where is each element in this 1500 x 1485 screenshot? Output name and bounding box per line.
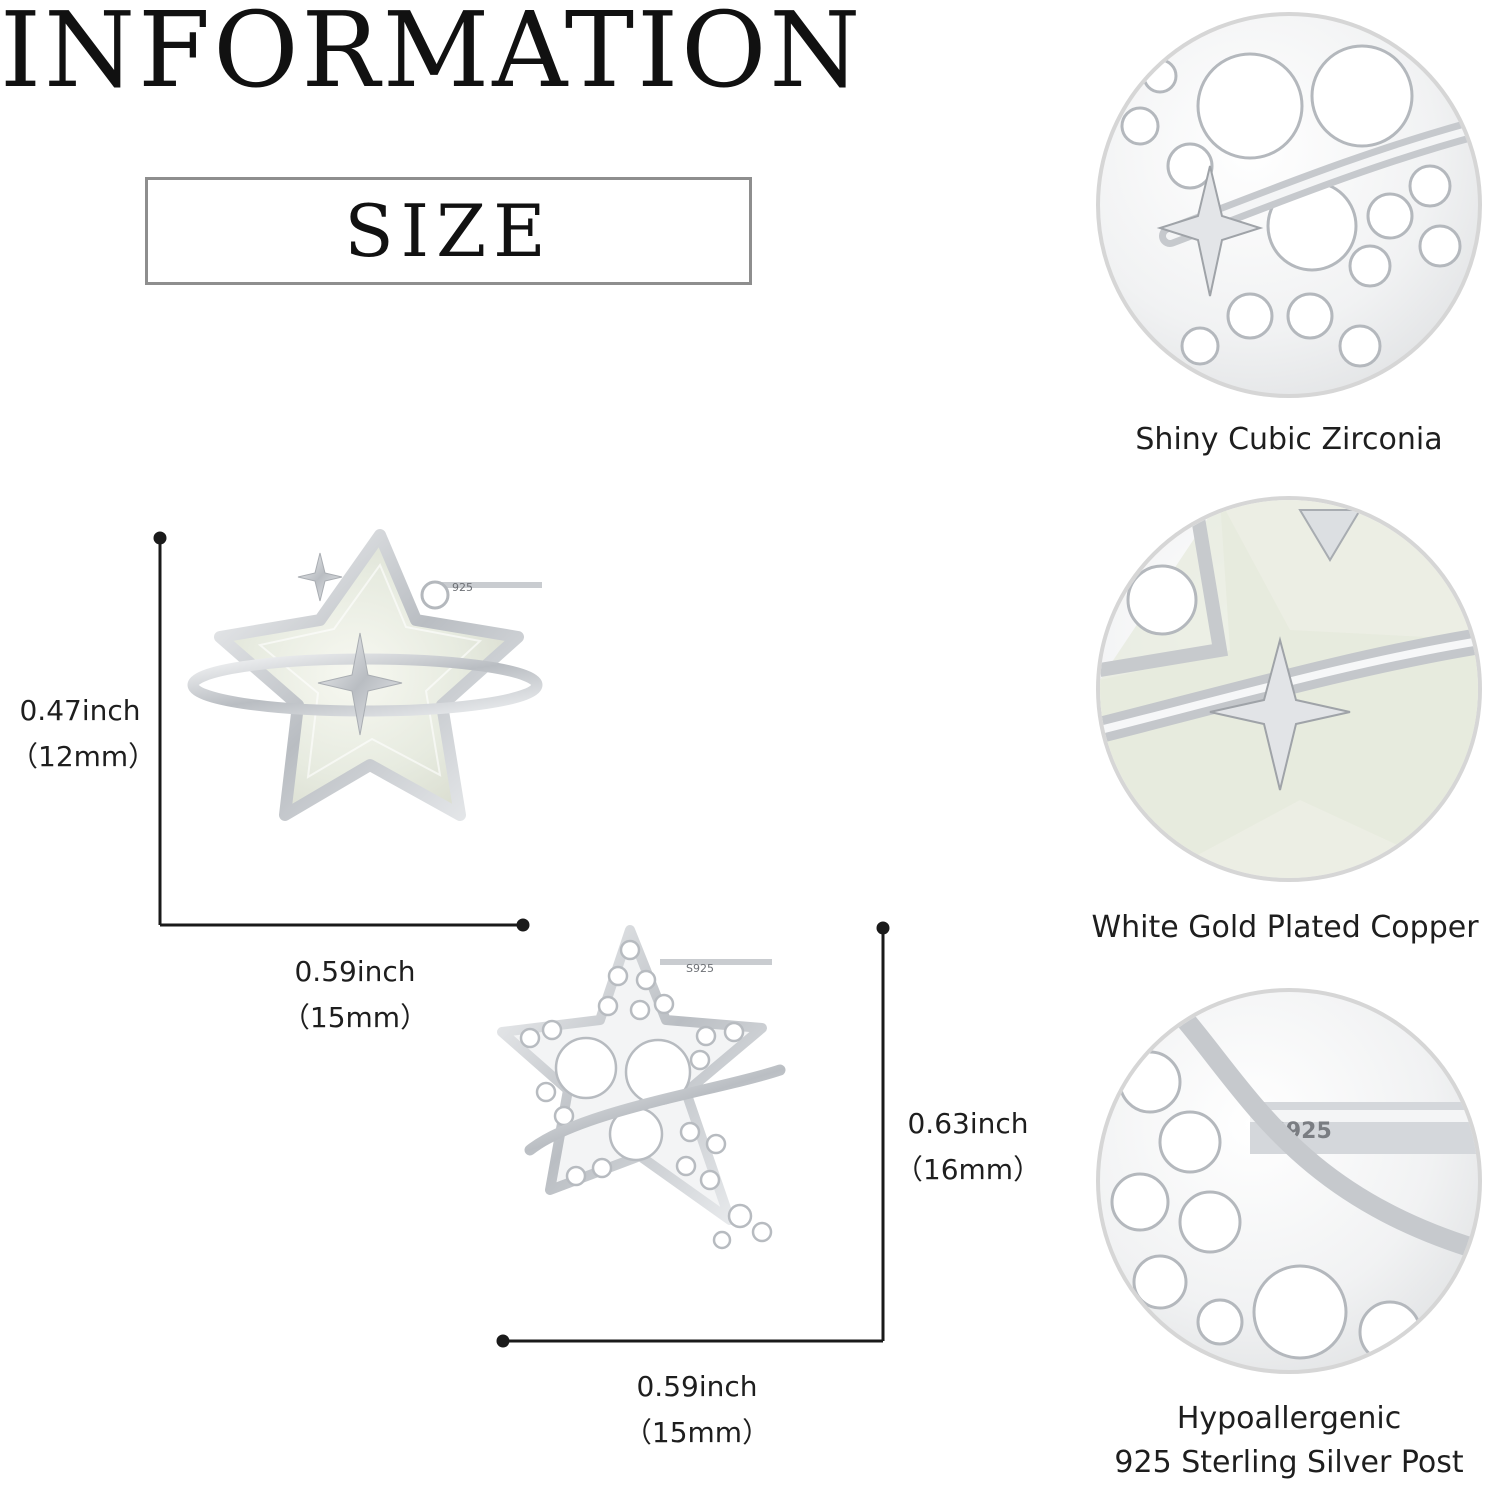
post-closeup-image: S925 bbox=[1096, 988, 1482, 1374]
zirconia-post-stamp: S925 bbox=[686, 962, 714, 975]
opal-post-stamp: 925 bbox=[452, 581, 473, 594]
post-caption: Hypoallergenic 925 Sterling Silver Post bbox=[1096, 1397, 1482, 1485]
zirconia-large-stone bbox=[554, 1036, 618, 1100]
opal-star-earring-image: 925 bbox=[187, 529, 543, 821]
zirconia-width-mm: （15mm） bbox=[623, 1416, 771, 1449]
opal-height-inch: 0.47inch bbox=[19, 694, 141, 727]
opal-height-dot bbox=[153, 531, 167, 545]
size-section-label: SIZE bbox=[145, 177, 752, 285]
zirconia-height-mm: （16mm） bbox=[894, 1153, 1042, 1186]
zirconia-height-inch: 0.63inch bbox=[907, 1107, 1029, 1140]
zirconia-height-label: 0.63inch （16mm） bbox=[893, 1101, 1043, 1193]
zirconia-orbit-ring bbox=[524, 1064, 786, 1156]
zirconia-closeup-image bbox=[1096, 12, 1482, 398]
zirconia-width-inch: 0.59inch bbox=[636, 1370, 758, 1403]
sparkle-large-icon bbox=[317, 632, 403, 736]
opal-width-inch: 0.59inch bbox=[294, 955, 416, 988]
zirconia-width-dot bbox=[496, 1334, 510, 1348]
zirconia-height-dot bbox=[876, 921, 890, 935]
page-title: INFORMATION bbox=[0, 0, 864, 111]
post-caption-line1: Hypoallergenic bbox=[1176, 1401, 1402, 1436]
plating-closeup-image bbox=[1096, 496, 1482, 882]
sparkle-small-icon bbox=[297, 552, 343, 602]
opal-width-label: 0.59inch （15mm） bbox=[280, 949, 430, 1041]
opal-height-label: 0.47inch （12mm） bbox=[10, 688, 157, 780]
zirconia-width-label: 0.59inch （15mm） bbox=[622, 1364, 772, 1456]
zirconia-caption: Shiny Cubic Zirconia bbox=[1135, 422, 1443, 457]
opal-width-dot bbox=[516, 918, 530, 932]
opal-small-gem bbox=[420, 580, 450, 610]
plating-caption: White Gold Plated Copper bbox=[1091, 910, 1479, 945]
post-caption-line2: 925 Sterling Silver Post bbox=[1114, 1445, 1464, 1480]
opal-height-mm: （12mm） bbox=[10, 740, 157, 773]
zirconia-star-earring-image: S925 bbox=[497, 925, 786, 1250]
opal-width-mm: （15mm） bbox=[281, 1001, 429, 1034]
